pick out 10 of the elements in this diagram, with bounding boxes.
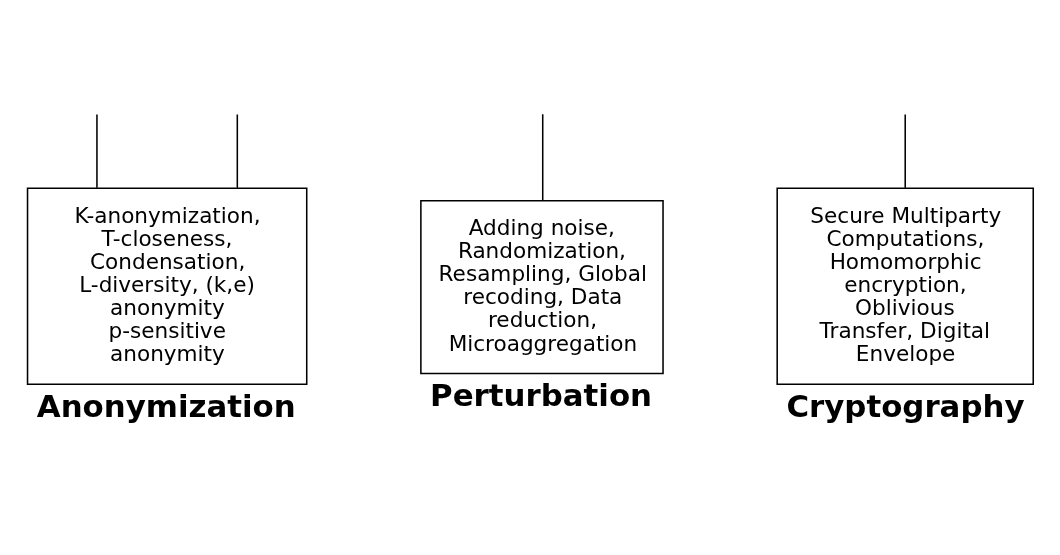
connector xyxy=(236,113,239,188)
node-box: K-anonymization, T-closeness, Condensation, L-diversity, (k,e) anonymity p-sensitive anonymity xyxy=(26,187,308,385)
connector xyxy=(904,113,906,188)
node-box: Adding noise, Randomization, Resampling, Global recoding, Data reduction, Microaggregation xyxy=(420,199,664,374)
connector xyxy=(96,113,98,188)
node-label: Cryptography xyxy=(786,387,1025,424)
node-label: Perturbation xyxy=(430,376,653,413)
node-label: Anonymization xyxy=(36,387,296,424)
node-box: Secure Multiparty Computations, Homomorphic encryption, Oblivious Transfer, Digital Envelope xyxy=(776,187,1034,385)
connector xyxy=(541,113,544,200)
